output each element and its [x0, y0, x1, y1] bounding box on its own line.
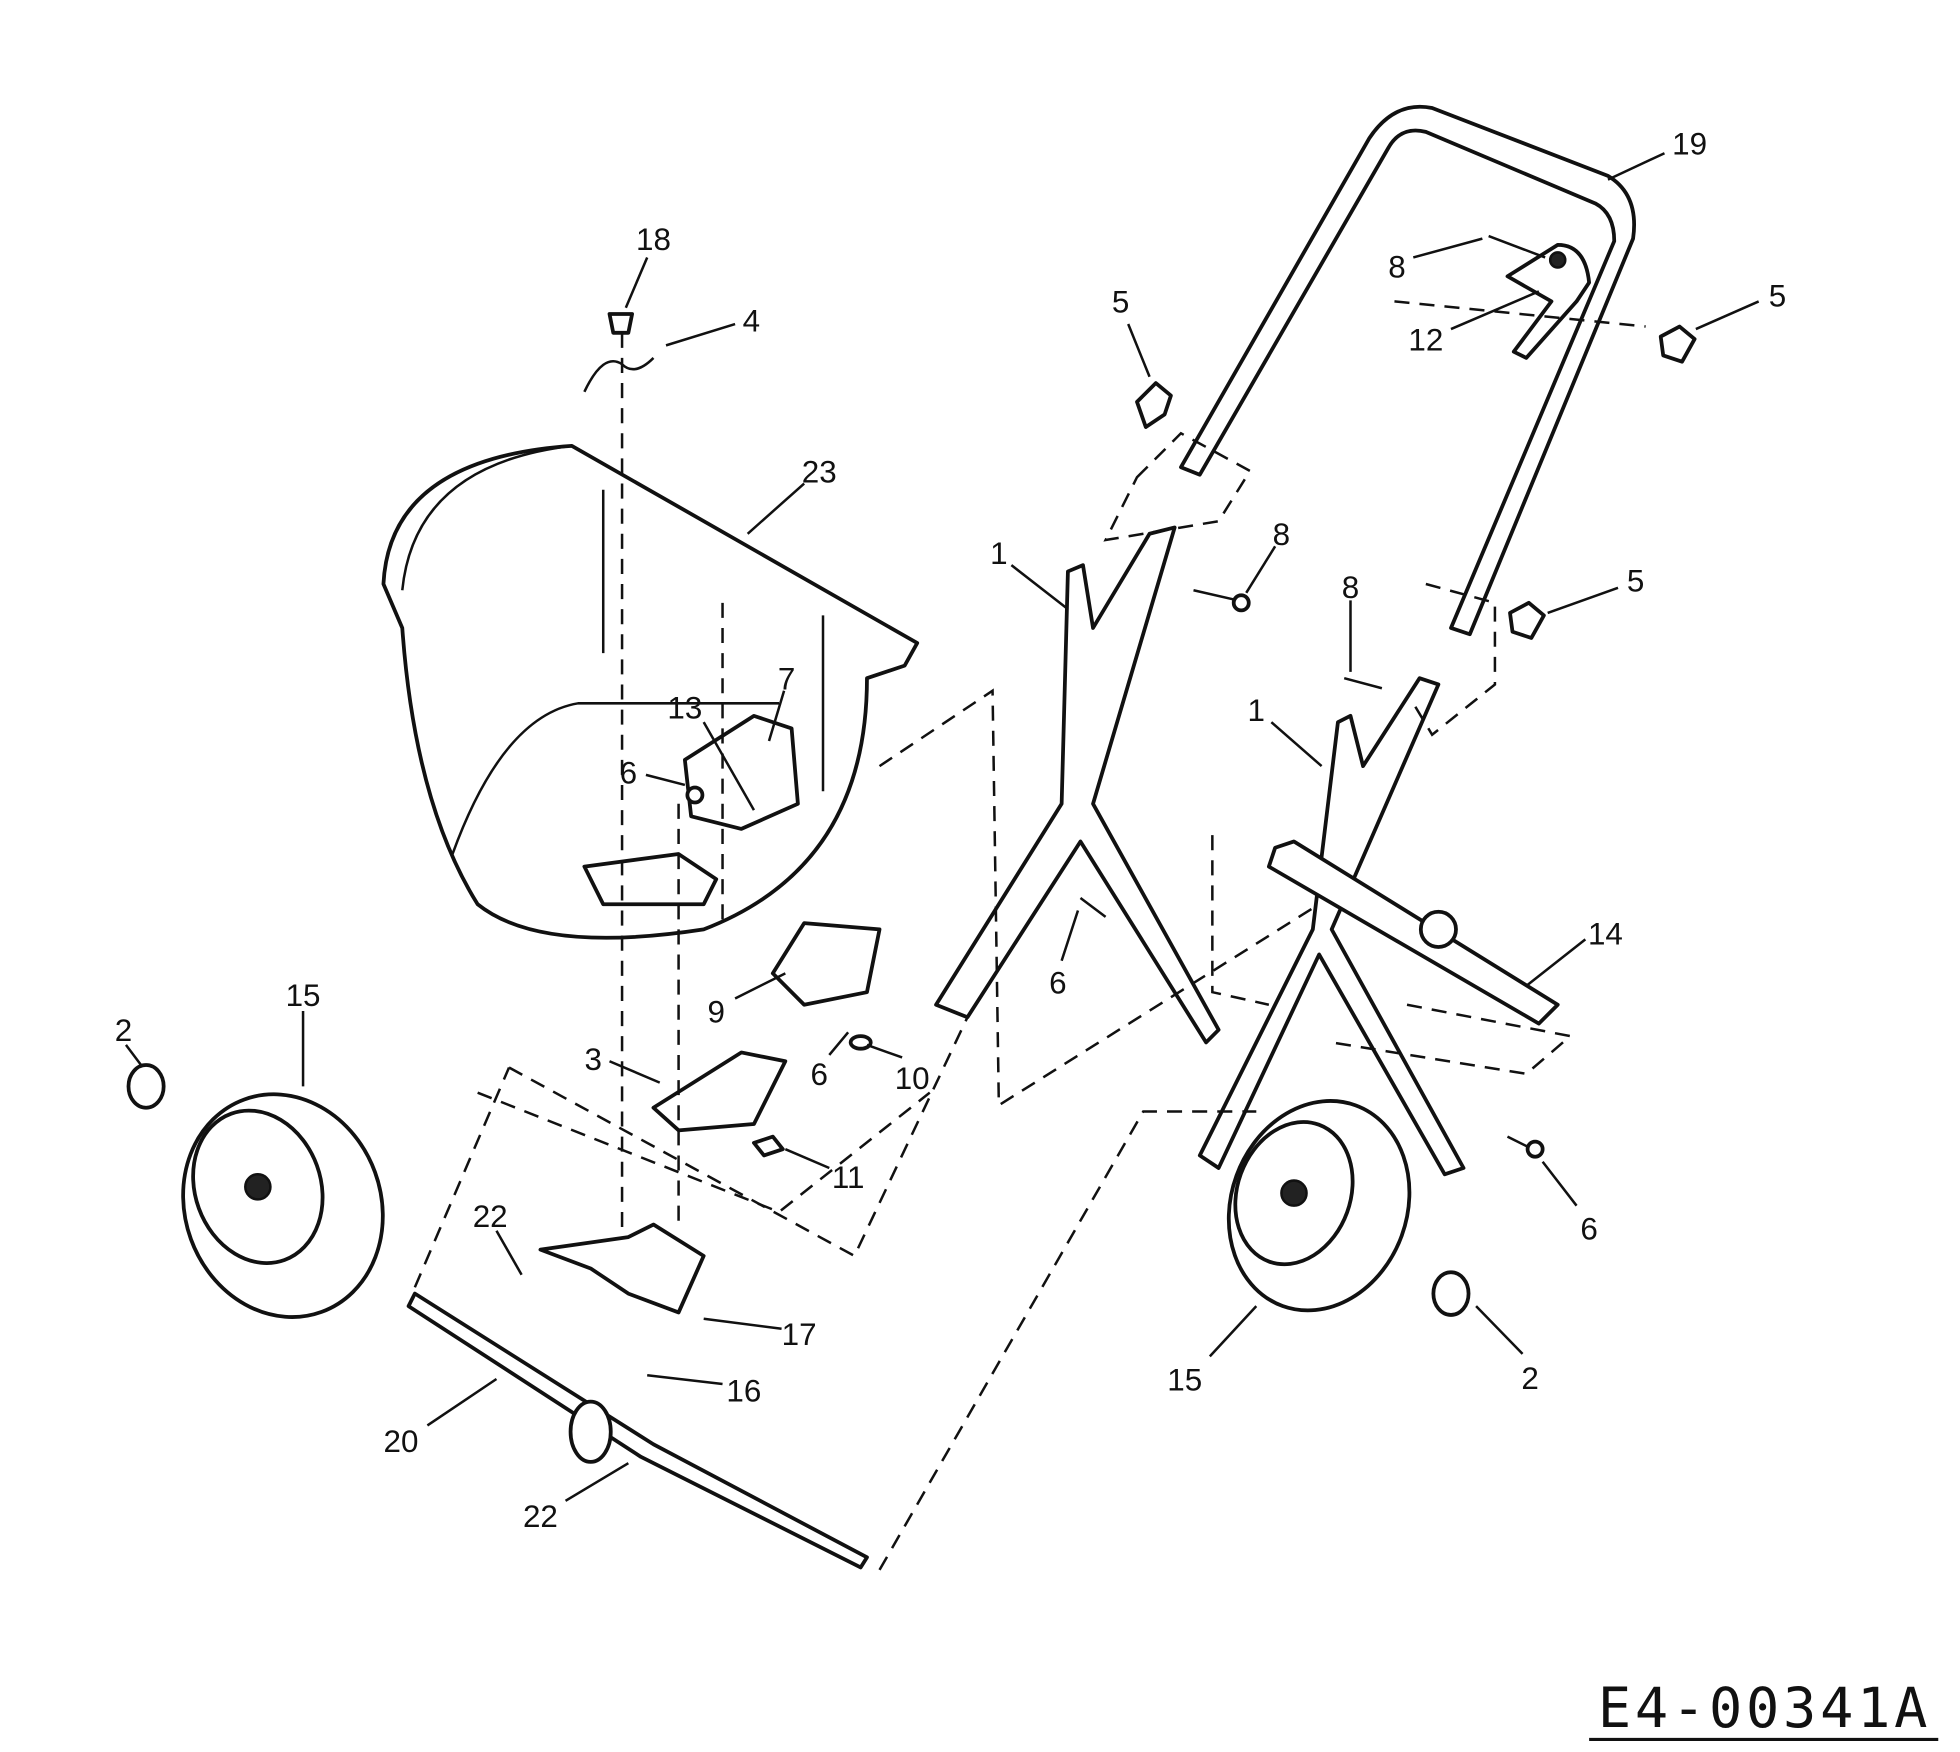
svg-text:2: 2 — [1521, 1361, 1538, 1396]
callout: 13 — [667, 690, 756, 811]
svg-text:11: 11 — [832, 1160, 865, 1195]
callout: 4 — [665, 304, 760, 347]
callout: 1 — [1248, 693, 1323, 768]
svg-text:22: 22 — [473, 1199, 508, 1234]
frame-parts-1 — [934, 525, 1560, 1177]
callout: 11 — [784, 1148, 865, 1195]
svg-text:10: 10 — [895, 1061, 930, 1096]
callout: 14 — [1525, 916, 1623, 987]
svg-text:19: 19 — [1672, 126, 1707, 161]
svg-text:6: 6 — [1049, 965, 1066, 1000]
callout: 2 — [115, 1013, 143, 1066]
callout-labels: 19 8 12 5 5 18 4 23 1 8 8 5 1 13 7 6 14 … — [115, 126, 1786, 1534]
callout: 16 — [647, 1374, 761, 1409]
callout: 8 — [1245, 517, 1290, 594]
svg-text:7: 7 — [778, 661, 795, 696]
callout: 23 — [746, 454, 837, 535]
svg-text:3: 3 — [584, 1042, 601, 1077]
svg-text:17: 17 — [782, 1317, 817, 1352]
svg-text:4: 4 — [743, 304, 760, 339]
callout: 6 — [620, 756, 686, 791]
callout: 6 — [811, 1031, 850, 1092]
wing-nut-parts-5 — [1135, 324, 1697, 640]
svg-text:8: 8 — [1342, 570, 1359, 605]
callout: 15 — [286, 978, 321, 1087]
svg-text:8: 8 — [1273, 517, 1290, 552]
callout: 22 — [473, 1199, 523, 1276]
svg-text:8: 8 — [1388, 250, 1405, 285]
handle-part-19 — [1179, 105, 1636, 637]
callout: 19 — [1607, 126, 1707, 181]
gate-parts — [406, 921, 882, 1570]
callout: 8 — [1388, 237, 1483, 285]
svg-text:15: 15 — [286, 978, 321, 1013]
svg-text:12: 12 — [1408, 322, 1443, 357]
callout: 7 — [767, 661, 795, 742]
svg-text:6: 6 — [811, 1057, 828, 1092]
hopper-part-23 — [381, 443, 920, 940]
svg-text:6: 6 — [1580, 1212, 1597, 1247]
callout: 5 — [1695, 278, 1786, 331]
callout: 5 — [1112, 285, 1151, 378]
callout: 10 — [866, 1043, 930, 1096]
wheel-parts-15 — [181, 1092, 1412, 1319]
svg-text:20: 20 — [384, 1424, 419, 1459]
svg-text:14: 14 — [1588, 916, 1623, 951]
svg-text:E4-00341A: E4-00341A — [1598, 1677, 1931, 1741]
svg-text:5: 5 — [1769, 278, 1786, 313]
callout: 9 — [708, 972, 786, 1029]
assembly-lines — [413, 300, 1646, 1571]
callout: 18 — [624, 222, 671, 309]
callout: 22 — [523, 1462, 629, 1534]
svg-text:6: 6 — [620, 756, 637, 791]
callout: 8 — [1342, 570, 1359, 672]
callout: 5 — [1547, 564, 1644, 615]
svg-text:1: 1 — [1248, 693, 1265, 728]
callout: 1 — [990, 536, 1069, 611]
svg-text:16: 16 — [726, 1374, 761, 1409]
svg-text:2: 2 — [115, 1013, 132, 1048]
svg-text:18: 18 — [636, 222, 671, 257]
callout: 3 — [584, 1042, 661, 1084]
svg-text:23: 23 — [802, 454, 837, 489]
svg-text:9: 9 — [708, 994, 725, 1029]
callout: 20 — [384, 1377, 498, 1459]
svg-text:5: 5 — [1112, 285, 1129, 320]
drawing-number: E4-00341A — [1589, 1677, 1939, 1742]
callout: 12 — [1408, 290, 1540, 357]
callout: 17 — [703, 1317, 817, 1352]
callout: 6 — [1049, 910, 1080, 1000]
hub-cap-parts-2 — [126, 1063, 1471, 1317]
svg-text:1: 1 — [990, 536, 1007, 571]
svg-text:5: 5 — [1627, 564, 1644, 599]
svg-text:15: 15 — [1167, 1362, 1202, 1397]
svg-text:22: 22 — [523, 1499, 558, 1534]
callout: 2 — [1475, 1305, 1539, 1396]
svg-text:13: 13 — [667, 690, 702, 725]
callout: 6 — [1541, 1160, 1598, 1247]
callout: 15 — [1167, 1305, 1258, 1397]
